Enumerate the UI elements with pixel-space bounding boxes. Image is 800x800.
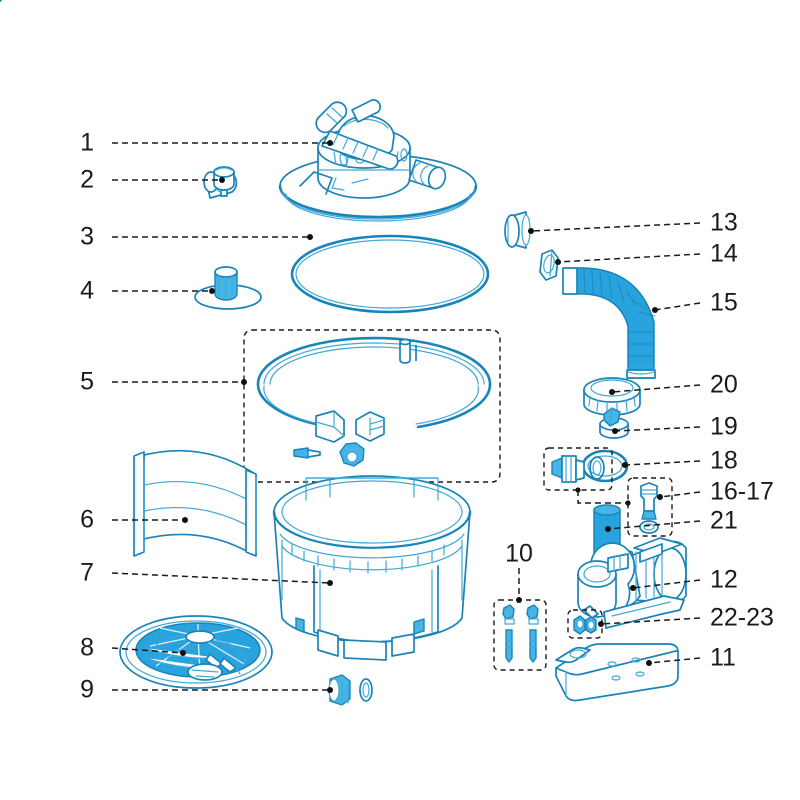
part-12-pump-motor — [0, 0, 687, 629]
part-10-screw-bolt-set — [493, 599, 547, 671]
part-15-curved-hose — [562, 267, 656, 379]
leader-15 — [654, 302, 701, 311]
leader-dot-11 — [646, 660, 652, 666]
callout-number-10: 10 — [505, 539, 533, 568]
callout-number-13: 13 — [710, 208, 738, 237]
leader-11 — [648, 657, 701, 664]
callout-number-16-17: 16-17 — [710, 477, 774, 506]
callout-number-15: 15 — [710, 288, 738, 317]
callout-number-22-23: 22-23 — [710, 603, 774, 632]
leader-13 — [530, 222, 701, 232]
leader-dot-6 — [182, 517, 188, 523]
callout-number-7: 7 — [80, 558, 94, 587]
callout-number-18: 18 — [710, 446, 738, 475]
leader-8 — [111, 647, 184, 654]
part-4-standpipe-hub — [194, 266, 262, 310]
part-22-23-drain-plug-set — [567, 609, 603, 639]
callout-number-21: 21 — [710, 506, 738, 535]
leader-dot-15 — [652, 307, 658, 313]
part-1-multiport-valve-head — [203, 99, 478, 222]
leader-dot-1 — [327, 140, 333, 146]
part-19-strainer-valve — [599, 407, 629, 439]
callout-number-20: 20 — [710, 370, 738, 399]
callout-number-14: 14 — [710, 239, 738, 268]
leader-dot-14 — [555, 259, 561, 265]
callout-number-5: 5 — [80, 367, 94, 396]
part-11-base-plate — [555, 643, 679, 702]
callout-number-8: 8 — [80, 633, 94, 662]
leader-dot-19 — [612, 428, 618, 434]
leader-dot-3 — [307, 234, 313, 240]
leader-12 — [632, 579, 701, 589]
part-14-hose-nut — [539, 249, 559, 281]
part-5-clamp-band-ring — [243, 329, 501, 483]
leader-dot-22-23 — [598, 621, 604, 627]
callout-number-12: 12 — [710, 565, 738, 594]
leader-16-17 — [659, 491, 701, 498]
part-16-17-connector-fitting-set — [543, 447, 673, 537]
callout-number-6: 6 — [80, 505, 94, 534]
callout-number-11: 11 — [710, 643, 736, 672]
leader-dot-18 — [622, 462, 628, 468]
callout-number-1: 1 — [80, 128, 94, 157]
part-13-hose-collar — [504, 211, 531, 249]
leader-dot-7 — [327, 580, 333, 586]
leader-dot-21 — [605, 526, 611, 532]
leader-dot-10 — [516, 597, 522, 603]
leader-dot-16-17 — [657, 494, 663, 500]
part-8-lateral-diffuser-plate — [119, 615, 273, 689]
part-7-filter-tank-body — [272, 475, 472, 661]
part-3-tank-o-ring — [290, 234, 490, 314]
leader-dot-20 — [609, 389, 615, 395]
leader-dot-12 — [630, 585, 636, 591]
callout-number-4: 4 — [80, 276, 94, 305]
callout-number-2: 2 — [80, 165, 94, 194]
part-9-drain-cap-and-oring — [328, 674, 373, 706]
leader-19 — [614, 426, 701, 432]
callout-number-9: 9 — [80, 675, 94, 704]
part-6-curved-bracket — [133, 449, 257, 557]
callout-number-19: 19 — [710, 412, 738, 441]
leader-dot-8 — [180, 650, 186, 656]
leader-dot-2 — [219, 177, 225, 183]
leader-22-23 — [600, 617, 701, 625]
leader-14 — [557, 253, 701, 263]
leader-dot-13 — [528, 228, 534, 234]
leader-dot-9 — [327, 687, 333, 693]
leader-20 — [611, 384, 701, 393]
callout-leader-lines — [111, 140, 701, 693]
leader-21 — [607, 520, 701, 530]
leader-18 — [624, 460, 701, 466]
callout-number-3: 3 — [80, 222, 94, 251]
leader-dot-4 — [209, 288, 215, 294]
leader-dot-5 — [241, 379, 247, 385]
leader-7 — [111, 572, 331, 584]
